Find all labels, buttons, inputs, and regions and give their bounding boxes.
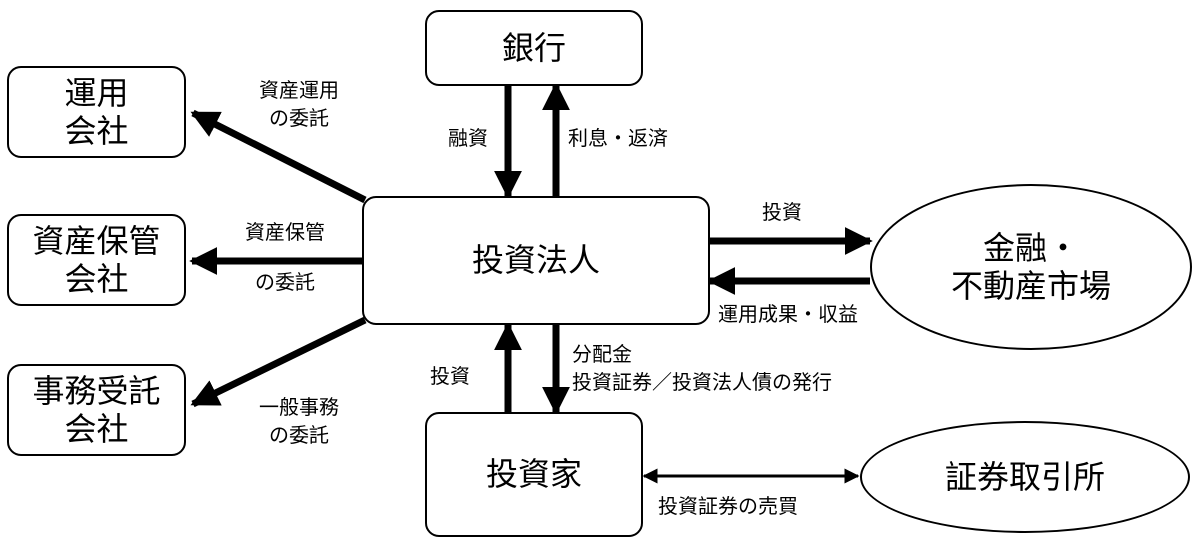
bank-node: 銀行 [425, 10, 643, 86]
market-label: 金融・ 不動産市場 [950, 228, 1111, 305]
custodian-node: 資産保管 会社 [7, 214, 186, 306]
investor-node: 投資家 [425, 412, 643, 537]
exchange-node: 証券取引所 [860, 421, 1190, 533]
invest-market-label: 投資 [762, 200, 802, 224]
custodian-label: 資産保管 会社 [32, 221, 161, 298]
admin-agent-node: 事務受託 会社 [7, 364, 186, 456]
investment-corp-label: 投資法人 [471, 241, 600, 280]
investor-label: 投資家 [485, 455, 582, 494]
custody-delegation-label-1: 資産保管 [245, 220, 325, 244]
securities-trading-label: 投資証券の売買 [658, 494, 798, 518]
distribution-issuance-label: 分配金 投資証券／投資法人債の発行 [572, 342, 832, 394]
investor-invest-label: 投資 [430, 364, 470, 388]
asset-mgmt-delegation-label: 資産運用 の委託 [259, 78, 339, 130]
admin-agent-label: 事務受託 会社 [32, 371, 161, 448]
interest-repayment-label: 利息・返済 [568, 126, 668, 150]
arrow-to-asset-manager [190, 109, 367, 204]
bank-label: 銀行 [501, 28, 566, 67]
loan-label: 融資 [448, 126, 488, 150]
arrow-to-admin-agent [190, 316, 367, 408]
admin-delegation-label: 一般事務 の委託 [259, 395, 339, 447]
investment-corp-node: 投資法人 [362, 196, 710, 325]
market-node: 金融・ 不動産市場 [870, 184, 1192, 350]
asset-manager-label: 運用 会社 [64, 73, 129, 150]
exchange-label: 証券取引所 [944, 457, 1105, 496]
returns-label: 運用成果・収益 [718, 302, 858, 326]
custody-delegation-label-2: の委託 [255, 270, 315, 294]
asset-manager-node: 運用 会社 [7, 66, 186, 158]
